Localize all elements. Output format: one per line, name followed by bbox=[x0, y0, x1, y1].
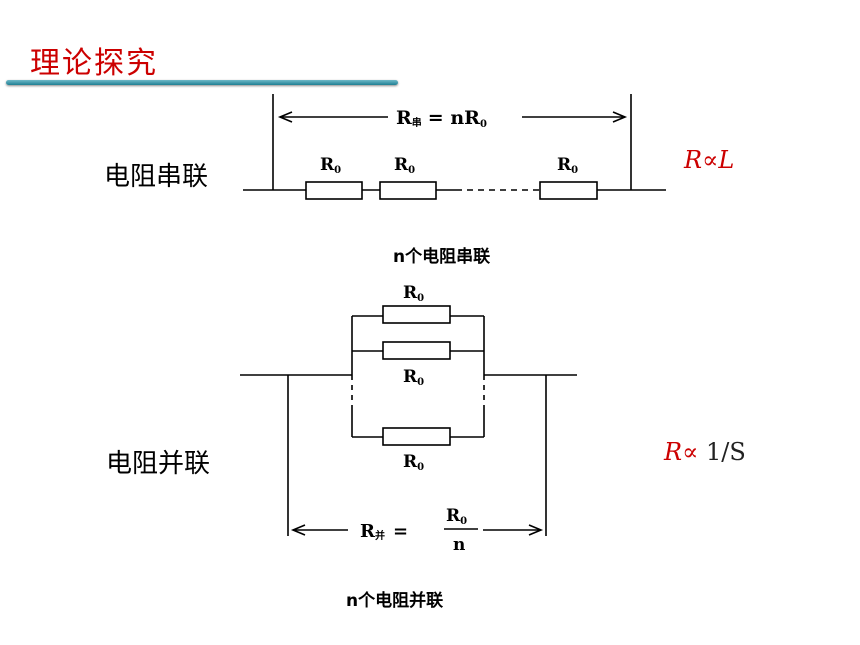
series-resistor-label-3: R0 bbox=[557, 155, 578, 176]
parallel-total-label: R并= bbox=[360, 521, 408, 542]
parallel-relation-r: R bbox=[664, 438, 683, 466]
series-label: 电阻串联 bbox=[104, 162, 209, 192]
parallel-caption: n个电阻并联 bbox=[346, 590, 443, 611]
parallel-label: 电阻并联 bbox=[106, 449, 211, 479]
parallel-resistor-label-1: R0 bbox=[403, 283, 424, 304]
series-resistor-label-1: R0 bbox=[320, 155, 341, 176]
series-total-label: R串= nR0 bbox=[396, 107, 487, 130]
series-relation-var: L bbox=[718, 146, 735, 174]
series-resistor-label-2: R0 bbox=[394, 155, 415, 176]
parallel-relation: R∝ 1/S bbox=[664, 438, 746, 466]
series-relation: R∝L bbox=[684, 146, 734, 174]
title-underline bbox=[6, 80, 398, 85]
series-relation-op: ∝ bbox=[702, 146, 719, 174]
parallel-resistor-label-2: R0 bbox=[403, 367, 424, 388]
parallel-resistor-label-3: R0 bbox=[403, 452, 424, 473]
series-relation-r: R bbox=[684, 146, 703, 174]
parallel-fraction-denominator: n bbox=[453, 535, 465, 555]
slide-title: 理论探究 bbox=[30, 46, 158, 81]
parallel-fraction-numerator: R0 bbox=[446, 506, 467, 527]
parallel-relation-op: ∝ bbox=[682, 438, 699, 466]
series-caption: n个电阻串联 bbox=[393, 246, 490, 267]
parallel-relation-tail: 1/S bbox=[705, 438, 746, 466]
